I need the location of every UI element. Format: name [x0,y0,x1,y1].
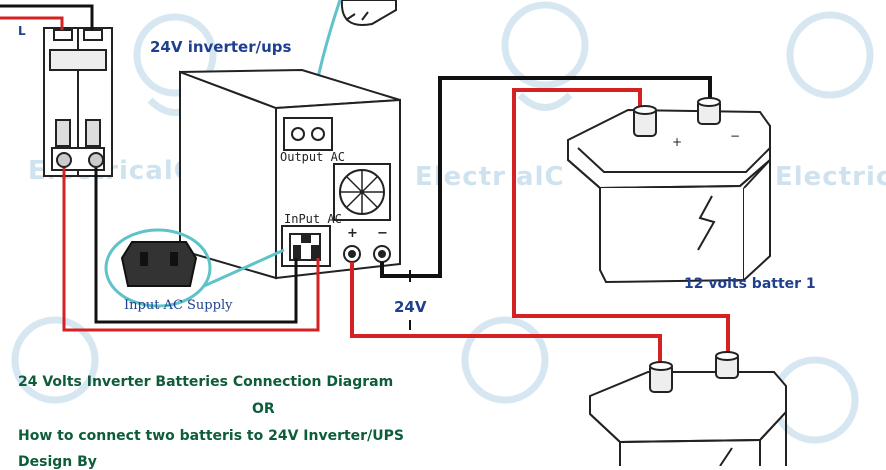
input-ac-label: InPut AC [284,212,342,226]
line-label: L [18,24,26,38]
inverter-minus-label: − [377,226,388,241]
battery-2 [589,351,787,466]
supply-wires-top [0,4,94,30]
inverter-plus-label: + [347,226,358,241]
dc-wires [350,76,730,370]
caption-line-1: 24 Volts Inverter Batteries Connection D… [18,374,394,390]
inverter-box [179,68,401,280]
output-ac-label: Output AC [280,150,346,164]
input-ac-supply-label: Input AC Supply [124,298,233,313]
watermark-bulbs [11,1,874,444]
battery-1-minus: − [730,129,740,143]
watermark-right: Electrica [775,162,886,192]
battery-1 [567,97,771,284]
caption-line-2: OR [252,401,275,417]
voltage-label: 24V [394,298,427,316]
ac-wires [62,168,320,332]
battery-1-plus: + [672,135,682,149]
battery-1-label: 12 volts batter 1 [684,276,816,292]
circuit-breaker [43,27,113,177]
caption-line-3: How to connect two batteris to 24V Inver… [18,428,404,444]
inverter-title: 24V inverter/ups [150,38,292,56]
input-ac-connector [104,228,285,308]
caption-line-4: Design By [18,454,97,470]
